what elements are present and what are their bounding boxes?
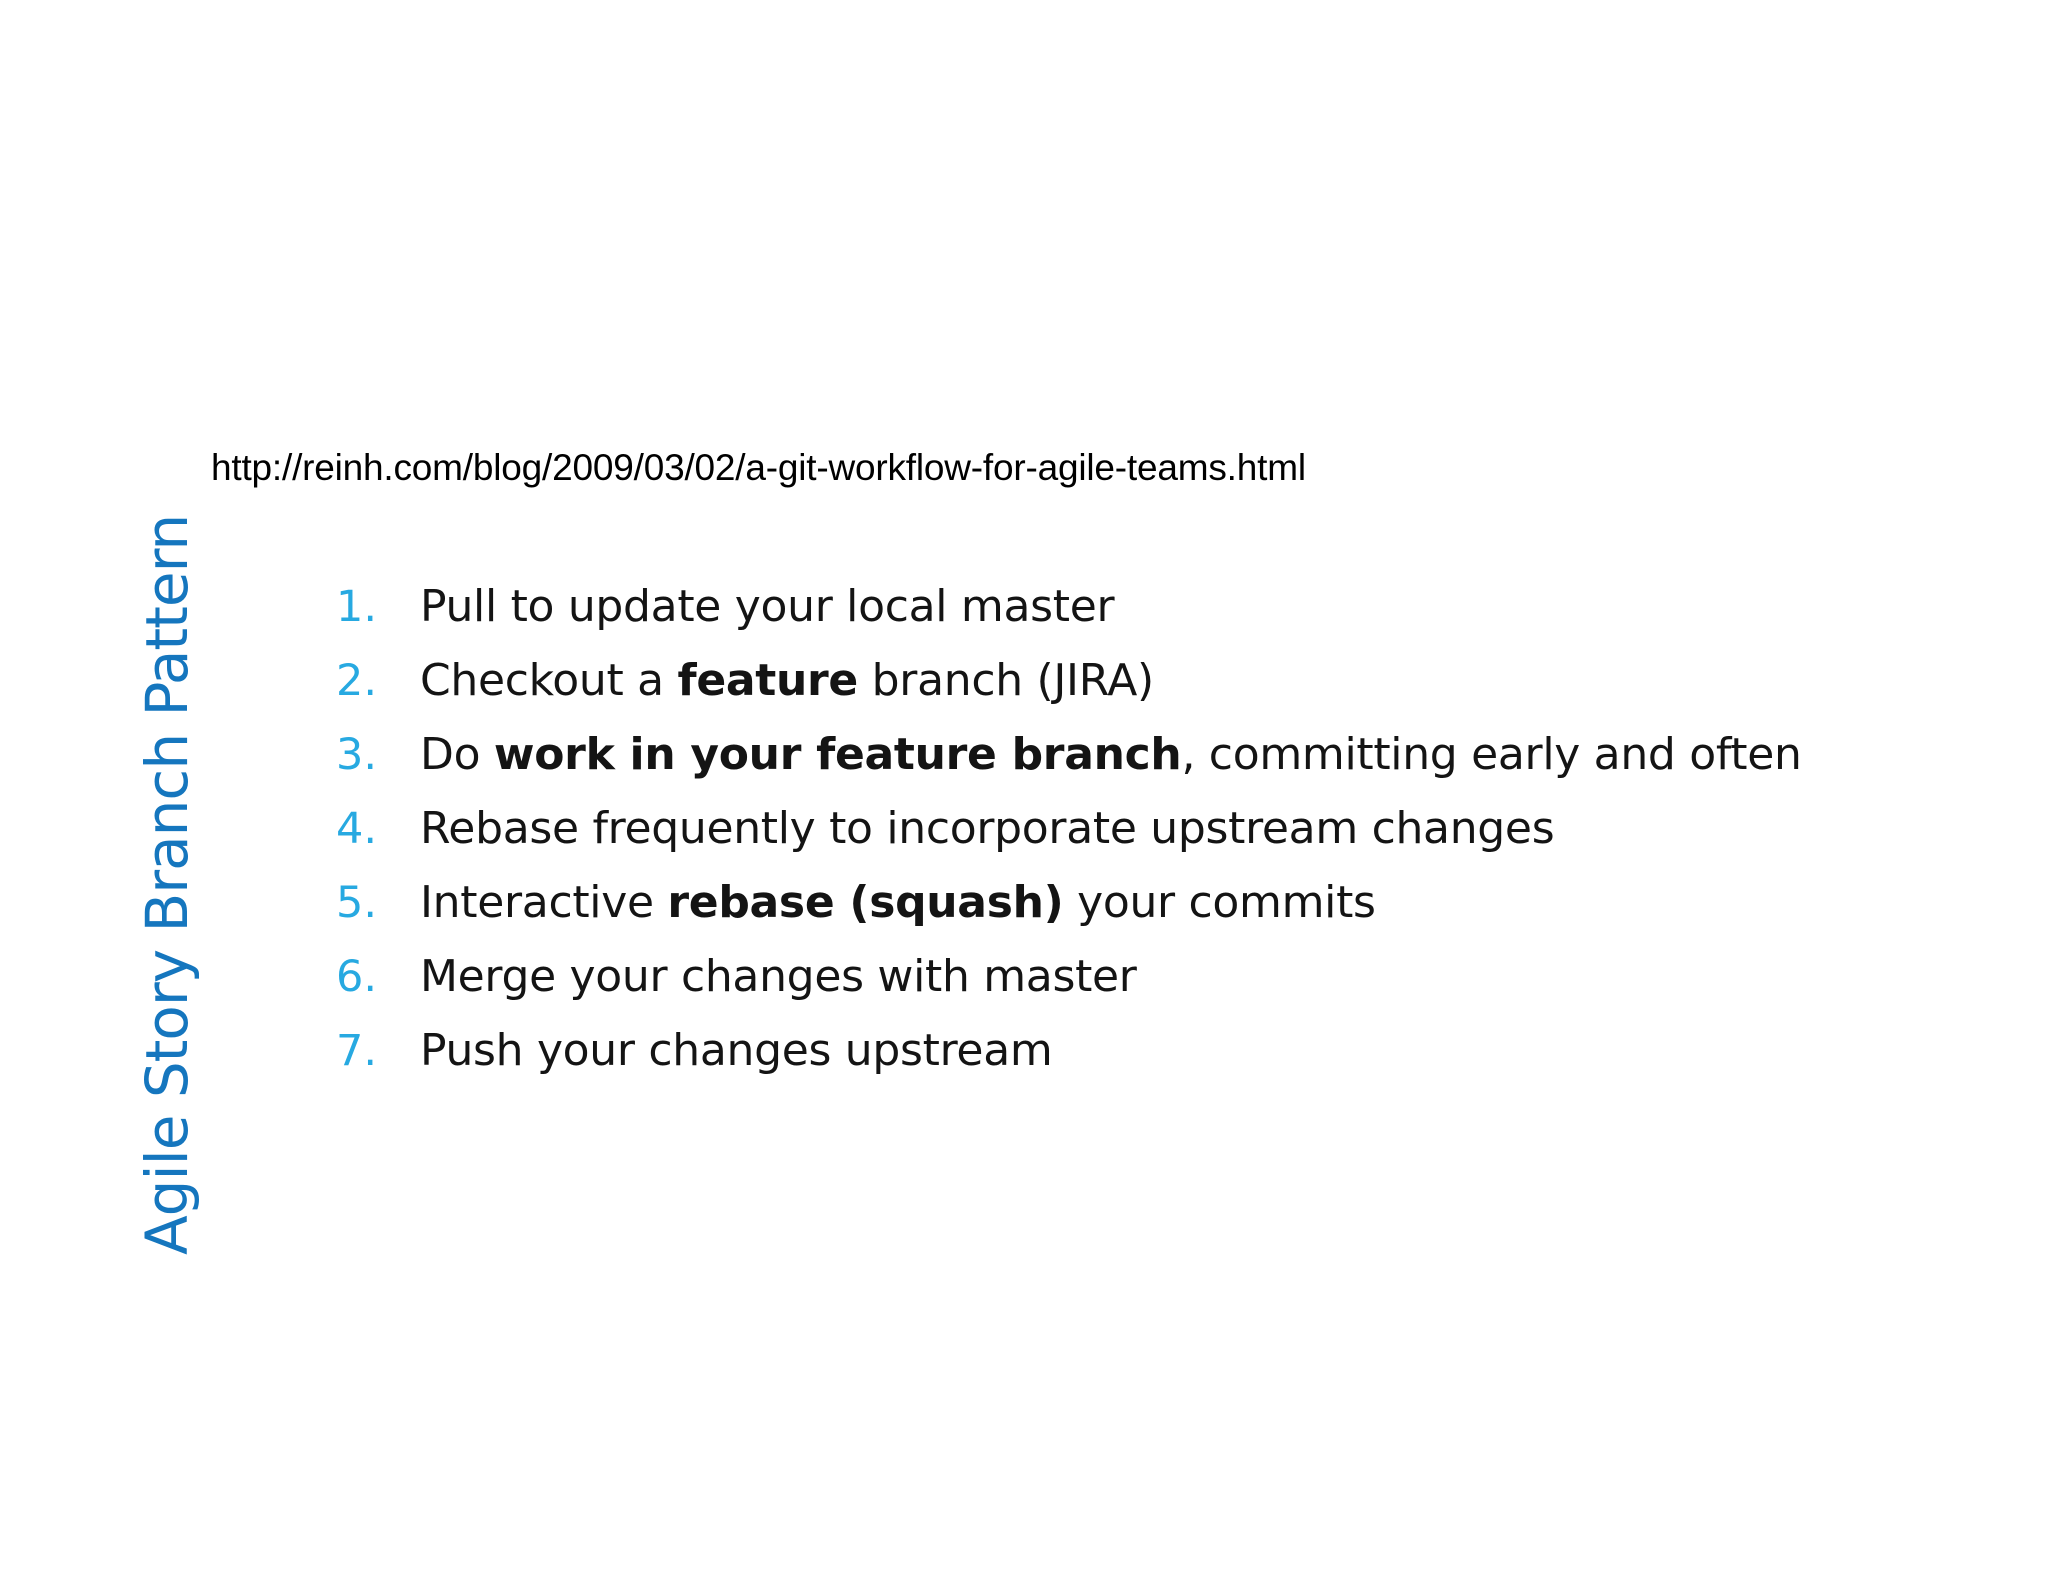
step-text-segment: Pull to update your local master xyxy=(420,581,1115,632)
step-number: 1. xyxy=(336,582,378,632)
step-list-item: 2. Checkout a feature branch (JIRA) xyxy=(336,648,1856,714)
step-list-item: 6. Merge your changes with master xyxy=(336,944,1856,1010)
step-text-emphasis: feature xyxy=(677,655,858,706)
source-url-text: http://reinh.com/blog/2009/03/02/a-git-w… xyxy=(211,447,1306,488)
step-text: Push your changes upstream xyxy=(420,1018,1856,1084)
step-text: Pull to update your local master xyxy=(420,574,1856,640)
vertical-title-region: Agile Story Branch Pattern xyxy=(0,0,201,1582)
step-list-item: 3. Do work in your feature branch, commit… xyxy=(336,722,1856,788)
steps-list: 1. Pull to update your local master 2. Chec… xyxy=(336,574,1856,1092)
step-text-segment: Rebase frequently to incorporate upstrea… xyxy=(420,803,1555,854)
step-text-segment: Checkout a xyxy=(420,655,678,706)
step-text: Merge your changes with master xyxy=(420,944,1856,1010)
step-list-item: 5. Interactive rebase (squash) your commi… xyxy=(336,870,1856,936)
step-number: 6. xyxy=(336,952,378,1002)
step-text: Interactive rebase (squash) your commits xyxy=(420,870,1856,936)
step-text-segment: your commits xyxy=(1063,877,1376,928)
step-text-segment: Interactive xyxy=(420,877,668,928)
step-list-item: 7. Push your changes upstream xyxy=(336,1018,1856,1084)
step-list-item: 1. Pull to update your local master xyxy=(336,574,1856,640)
step-text-emphasis: rebase (squash) xyxy=(667,877,1064,928)
step-number: 3. xyxy=(336,730,378,780)
step-number: 5. xyxy=(336,878,378,928)
step-text-emphasis: work in your feature branch xyxy=(493,729,1182,780)
step-number: 7. xyxy=(336,1026,378,1076)
step-text-segment: Push your changes upstream xyxy=(420,1025,1053,1076)
step-text: Do work in your feature branch, committi… xyxy=(420,722,1856,788)
step-text-segment: Merge your changes with master xyxy=(420,951,1137,1002)
step-number: 2. xyxy=(336,656,378,706)
slide-title-vertical: Agile Story Branch Pattern xyxy=(133,514,201,1255)
step-text-segment: branch (JIRA) xyxy=(857,655,1155,706)
step-text: Rebase frequently to incorporate upstrea… xyxy=(420,796,1856,862)
step-text-segment: Do xyxy=(420,729,494,780)
step-text: Checkout a feature branch (JIRA) xyxy=(420,648,1856,714)
step-number: 4. xyxy=(336,804,378,854)
step-text-segment: , committing early and often xyxy=(1181,729,1802,780)
step-list-item: 4. Rebase frequently to incorporate upstr… xyxy=(336,796,1856,862)
